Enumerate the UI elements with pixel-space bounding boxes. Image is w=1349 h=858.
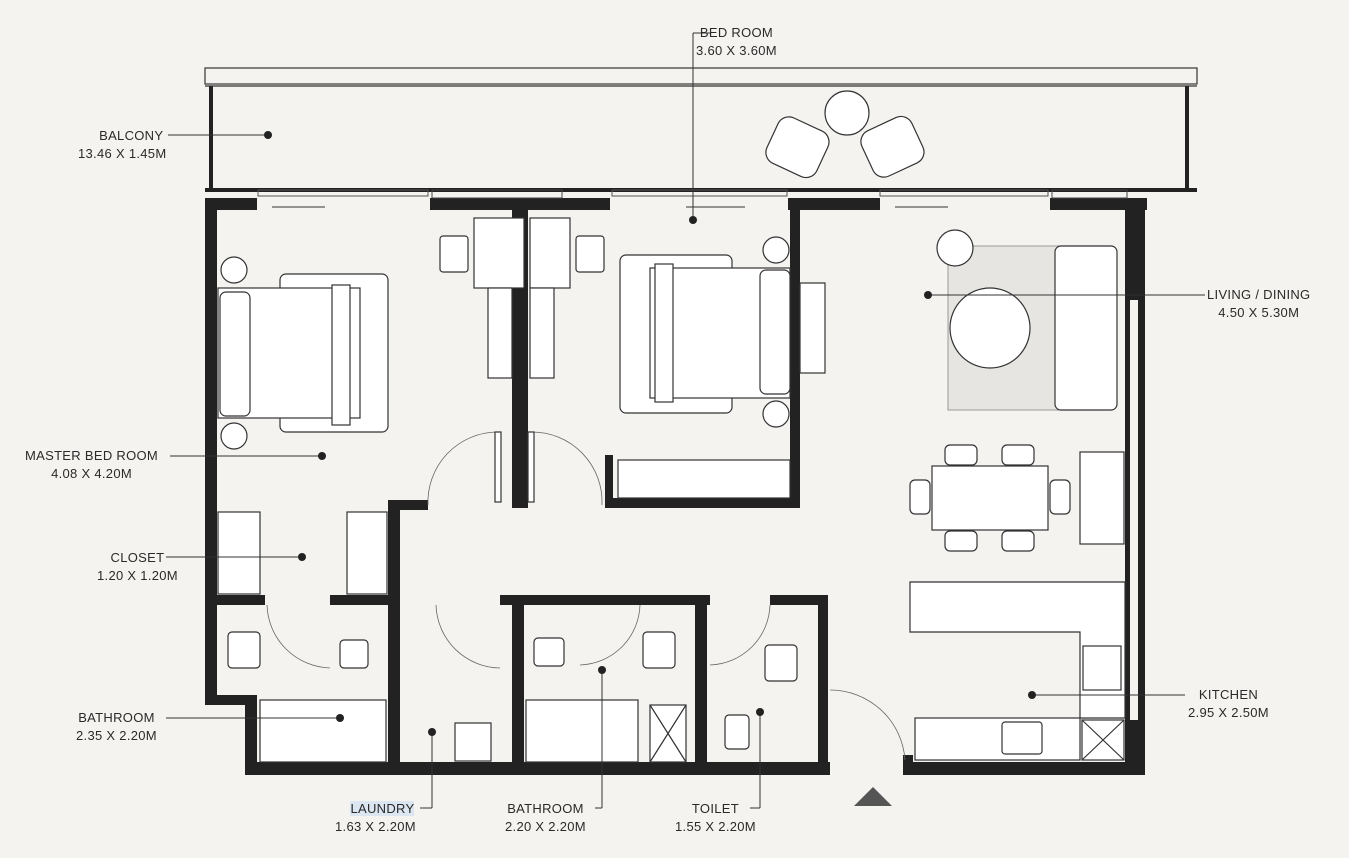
room-size: 2.20 X 2.20M [505, 819, 586, 834]
room-size: 4.08 X 4.20M [51, 466, 132, 481]
bedroom-bed [617, 236, 826, 499]
label-bedroom: BED ROOM 3.60 X 3.60M [696, 24, 777, 60]
room-name: KITCHEN [1198, 687, 1259, 702]
room-size: 1.55 X 2.20M [675, 819, 756, 834]
room-name: BATHROOM [507, 801, 584, 816]
room-size: 2.95 X 2.50M [1188, 705, 1269, 720]
label-bathroom-2: BATHROOM 2.20 X 2.20M [505, 800, 586, 836]
room-name: MASTER BED ROOM [25, 448, 159, 463]
balcony-furniture [765, 90, 925, 179]
window-hatching [257, 189, 1128, 208]
room-name: BALCONY [99, 128, 164, 143]
master-bed [217, 256, 389, 450]
room-size: 3.60 X 3.60M [696, 43, 777, 58]
label-kitchen: KITCHEN 2.95 X 2.50M [1188, 686, 1269, 722]
walls [205, 198, 1147, 775]
label-toilet: TOILET 1.55 X 2.20M [675, 800, 756, 836]
room-size: 2.35 X 2.20M [76, 728, 157, 743]
room-name: BED ROOM [699, 25, 774, 40]
label-master-bedroom: MASTER BED ROOM 4.08 X 4.20M [25, 447, 158, 483]
triangle-entrance-icon [854, 787, 892, 806]
leader-lines [166, 32, 1205, 809]
label-balcony: BALCONY 13.46 X 1.45M [78, 127, 166, 163]
room-name: LIVING / DINING [1207, 287, 1311, 302]
label-laundry: LAUNDRY 1.63 X 2.20M [335, 800, 416, 836]
label-living-dining: LIVING / DINING 4.50 X 5.30M [1207, 286, 1310, 322]
room-size: 1.20 X 1.20M [97, 568, 178, 583]
balcony [204, 67, 1198, 192]
door-swings [266, 431, 906, 761]
label-bathroom-1: BATHROOM 2.35 X 2.20M [76, 709, 157, 745]
room-name: TOILET [691, 801, 739, 816]
room-name-text: LAUNDRY [350, 801, 415, 816]
room-name: BATHROOM [78, 710, 155, 725]
room-name: LAUNDRY [335, 800, 416, 818]
room-size: 1.63 X 2.20M [335, 819, 416, 834]
desks [439, 217, 605, 379]
label-closet: CLOSET 1.20 X 1.20M [97, 549, 178, 585]
room-size: 13.46 X 1.45M [78, 146, 167, 161]
room-name: CLOSET [110, 550, 165, 565]
kitchen-counters [909, 581, 1126, 761]
bathroom-fixtures [227, 631, 798, 763]
living-furniture [909, 229, 1125, 552]
room-size: 4.50 X 5.30M [1218, 305, 1300, 320]
closets [217, 511, 388, 595]
